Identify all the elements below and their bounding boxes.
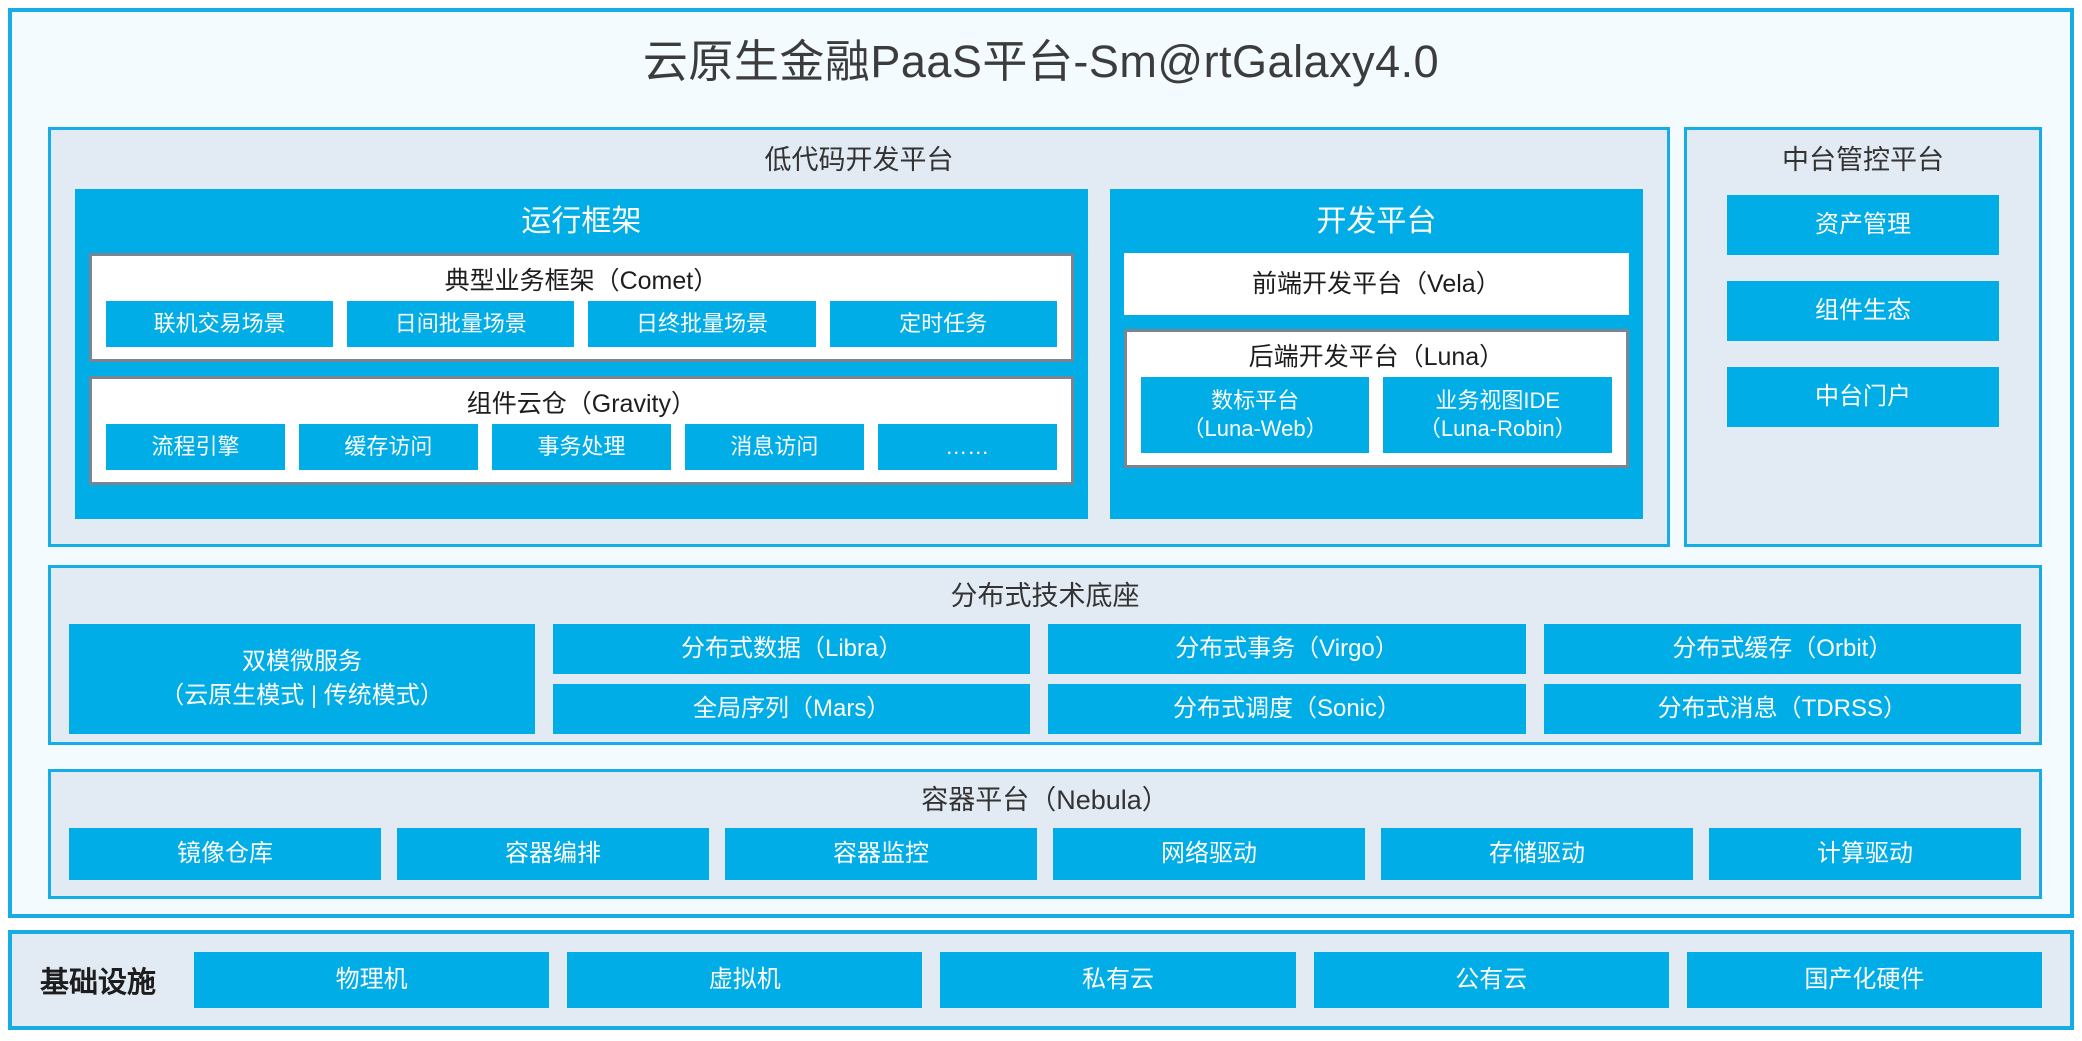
infra-chip-domestic-hardware[interactable]: 国产化硬件 [1686, 952, 2043, 1008]
tech-chip-tdrss[interactable]: 分布式消息（TDRSS） [1543, 684, 2021, 734]
gravity-chip[interactable]: 缓存访问 [298, 424, 478, 470]
infra-chip-public-cloud[interactable]: 公有云 [1313, 952, 1669, 1008]
luna-box: 后端开发平台（Luna） 数标平台 （Luna-Web） 业务视图IDE （Lu… [1123, 329, 1629, 468]
infra-chip-physical-machine[interactable]: 物理机 [194, 952, 550, 1008]
container-chip-row: 镜像仓库 容器编排 容器监控 网络驱动 存储驱动 计算驱动 [51, 816, 2039, 880]
mgmt-items: 资产管理 组件生态 中台门户 [1687, 177, 2039, 427]
gravity-title: 组件云仓（Gravity） [466, 390, 696, 418]
comet-chip[interactable]: 联机交易场景 [106, 301, 334, 347]
top-row: 低代码开发平台 运行框架 典型业务框架（Comet） 联机交易场景 日间批量场景… [48, 127, 2042, 547]
container-chip-image-repo[interactable]: 镜像仓库 [69, 828, 381, 880]
container-platform-title: 容器平台（Nebula） [921, 785, 1169, 815]
runtime-framework-title: 运行框架 [521, 205, 642, 238]
luna-web-chip[interactable]: 数标平台 （Luna-Web） [1140, 377, 1370, 453]
page-title: 云原生金融PaaS平台-Sm@rtGalaxy4.0 [642, 36, 1440, 87]
lowcode-inner: 运行框架 典型业务框架（Comet） 联机交易场景 日间批量场景 日终批量场景 … [51, 177, 1667, 519]
tech-base-title: 分布式技术底座 [950, 581, 1140, 611]
infrastructure-label: 基础设施 [40, 967, 157, 999]
mgmt-platform-title: 中台管控平台 [1782, 145, 1944, 175]
container-chip-storage-driver[interactable]: 存储驱动 [1381, 828, 1693, 880]
infra-chip-virtual-machine[interactable]: 虚拟机 [567, 952, 923, 1008]
tech-base-col-1: 分布式数据（Libra） 全局序列（Mars） [553, 624, 1031, 734]
comet-chip[interactable]: 日终批量场景 [588, 301, 816, 347]
runtime-framework-group: 运行框架 典型业务框架（Comet） 联机交易场景 日间批量场景 日终批量场景 … [75, 189, 1088, 519]
gravity-chip-ellipsis[interactable]: …… [877, 424, 1057, 470]
vela-box[interactable]: 前端开发平台（Vela） [1123, 253, 1629, 315]
comet-title: 典型业务框架（Comet） [444, 267, 719, 295]
infrastructure-panel: 基础设施 物理机 虚拟机 私有云 公有云 国产化硬件 [8, 930, 2074, 1030]
development-platform-group: 开发平台 前端开发平台（Vela） 后端开发平台（Luna） 数标平台 （Lun… [1109, 189, 1643, 519]
lowcode-platform-panel: 低代码开发平台 运行框架 典型业务框架（Comet） 联机交易场景 日间批量场景… [48, 127, 1670, 547]
luna-robin-line1: 业务视图IDE [1435, 388, 1561, 413]
luna-title: 后端开发平台（Luna） [1248, 343, 1505, 371]
gravity-box: 组件云仓（Gravity） 流程引擎 缓存访问 事务处理 消息访问 …… [89, 376, 1074, 485]
gravity-chip[interactable]: 流程引擎 [106, 424, 285, 470]
main-frame: 云原生金融PaaS平台-Sm@rtGalaxy4.0 低代码开发平台 运行框架 … [8, 8, 2074, 918]
infra-chip-private-cloud[interactable]: 私有云 [940, 952, 1296, 1008]
dual-mode-line1: 双模微服务 [242, 648, 362, 675]
tech-base-col-3: 分布式缓存（Orbit） 分布式消息（TDRSS） [1543, 624, 2021, 734]
mgmt-platform-panel: 中台管控平台 资产管理 组件生态 中台门户 [1684, 127, 2042, 547]
tech-chip-orbit[interactable]: 分布式缓存（Orbit） [1543, 624, 2021, 674]
luna-web-line1: 数标平台 [1211, 388, 1300, 413]
gravity-chip[interactable]: 消息访问 [684, 424, 864, 470]
dual-mode-line2: （云原生模式 | 传统模式） [160, 682, 444, 709]
gravity-chip[interactable]: 事务处理 [491, 424, 671, 470]
lowcode-platform-title: 低代码开发平台 [764, 145, 954, 175]
container-chip-monitoring[interactable]: 容器监控 [725, 828, 1037, 880]
mgmt-item-component[interactable]: 组件生态 [1727, 281, 1999, 341]
tech-base-col-2: 分布式事务（Virgo） 分布式调度（Sonic） [1048, 624, 1526, 734]
comet-box: 典型业务框架（Comet） 联机交易场景 日间批量场景 日终批量场景 定时任务 [89, 253, 1074, 362]
container-chip-compute-driver[interactable]: 计算驱动 [1709, 828, 2021, 880]
tech-chip-mars[interactable]: 全局序列（Mars） [553, 684, 1031, 734]
tech-base-grid: 双模微服务 （云原生模式 | 传统模式） 分布式数据（Libra） 全局序列（M… [51, 612, 2039, 734]
comet-chip[interactable]: 定时任务 [829, 301, 1057, 347]
mgmt-item-asset[interactable]: 资产管理 [1727, 195, 1999, 255]
mgmt-item-portal[interactable]: 中台门户 [1727, 367, 1999, 427]
luna-robin-line2: （Luna-Robin） [1418, 416, 1577, 441]
luna-web-line2: （Luna-Web） [1182, 416, 1328, 441]
tech-chip-virgo[interactable]: 分布式事务（Virgo） [1048, 624, 1526, 674]
luna-robin-chip[interactable]: 业务视图IDE （Luna-Robin） [1383, 377, 1613, 453]
tech-chip-libra[interactable]: 分布式数据（Libra） [553, 624, 1031, 674]
container-chip-orchestration[interactable]: 容器编排 [397, 828, 709, 880]
gravity-chip-row: 流程引擎 缓存访问 事务处理 消息访问 …… [92, 424, 1071, 482]
tech-base-wide-col: 双模微服务 （云原生模式 | 传统模式） [69, 624, 535, 734]
development-platform-title: 开发平台 [1316, 205, 1437, 238]
container-chip-network-driver[interactable]: 网络驱动 [1053, 828, 1365, 880]
comet-chip[interactable]: 日间批量场景 [347, 301, 575, 347]
comet-chip-row: 联机交易场景 日间批量场景 日终批量场景 定时任务 [92, 301, 1071, 359]
tech-base-panel: 分布式技术底座 双模微服务 （云原生模式 | 传统模式） 分布式数据（Libra… [48, 565, 2042, 745]
luna-chip-row: 数标平台 （Luna-Web） 业务视图IDE （Luna-Robin） [1127, 377, 1626, 465]
container-platform-panel: 容器平台（Nebula） 镜像仓库 容器编排 容器监控 网络驱动 存储驱动 计算… [48, 769, 2042, 899]
dual-mode-microservice-chip[interactable]: 双模微服务 （云原生模式 | 传统模式） [69, 624, 535, 734]
tech-chip-sonic[interactable]: 分布式调度（Sonic） [1048, 684, 1526, 734]
